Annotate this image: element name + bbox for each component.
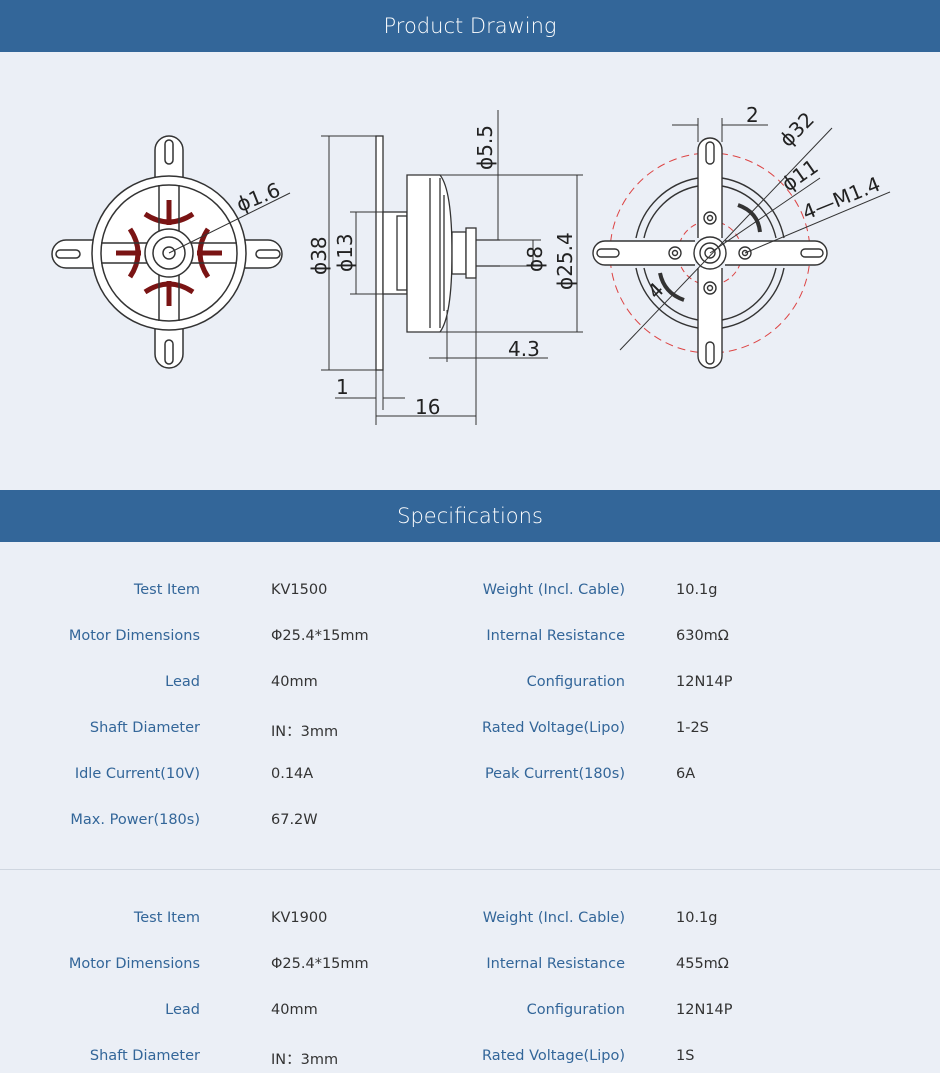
spec-row: Idle Current(10V) 0.14A Peak Current(180s)…	[0, 766, 940, 790]
spec-row: Motor Dimensions Φ25.4*15mm Internal Resis…	[0, 956, 940, 980]
hub-dim: ϕ8	[523, 246, 547, 272]
spec-value: 6A	[676, 766, 696, 782]
spec-value: 10.1g	[676, 910, 718, 926]
bell-dim: ϕ25.4	[553, 232, 577, 290]
spec-row: Motor Dimensions Φ25.4*15mm Internal Resis…	[0, 628, 940, 652]
spec-value: 40mm	[271, 1002, 318, 1018]
spec-row: Test Item KV1900 Weight (Incl. Cable) 10.1g	[0, 910, 940, 934]
product-drawing-header: Product Drawing	[0, 0, 940, 52]
spec-label: Lead	[165, 1002, 200, 1018]
spec-label: Shaft Diameter	[89, 1048, 200, 1064]
boss-dim: ϕ13	[333, 233, 357, 272]
spec-label: Configuration	[526, 1002, 625, 1018]
spec-value: 40mm	[271, 674, 318, 690]
section-divider	[0, 869, 940, 870]
outer-dim: ϕ38	[307, 236, 331, 275]
spec-label: Peak Current(180s)	[484, 766, 625, 782]
circle-dim: ϕ32	[775, 107, 819, 151]
shaft-dim: ϕ5.5	[473, 125, 497, 170]
total-len-dim: 16	[415, 395, 440, 419]
spec-value: 12N14P	[676, 674, 733, 690]
spec-row: Test Item KV1500 Weight (Incl. Cable) 10.1g	[0, 582, 940, 606]
product-drawing: ϕ1.6	[0, 52, 940, 490]
spec-value: IN：3mm	[271, 724, 339, 740]
spec-value: 12N14P	[676, 1002, 733, 1018]
spec-row: Shaft Diameter IN：3mm Rated Voltage(Lipo) 1…	[0, 720, 940, 744]
spec-value: Φ25.4*15mm	[271, 628, 369, 644]
spec-value: 67.2W	[271, 812, 318, 828]
spec-label: Rated Voltage(Lipo)	[482, 1048, 625, 1064]
spec-label: Test Item	[133, 582, 200, 598]
spec-row: Max. Power(180s) 67.2W	[0, 812, 940, 836]
spec-label: Shaft Diameter	[89, 720, 200, 736]
spec-value: 630mΩ	[676, 628, 729, 644]
spec-value: KV1500	[271, 582, 328, 598]
plate-thk-dim: 1	[336, 375, 349, 399]
spec-label: Configuration	[526, 674, 625, 690]
spec-value: 1S	[676, 1048, 695, 1064]
spec-label: Test Item	[133, 910, 200, 926]
spec-value: IN：3mm	[271, 1052, 339, 1068]
spec-value: Φ25.4*15mm	[271, 956, 369, 972]
spec-value: 1-2S	[676, 720, 709, 736]
shaft-len-dim: 4.3	[508, 337, 540, 361]
front-hole-dim: ϕ1.6	[233, 178, 284, 217]
spec-value: 0.14A	[271, 766, 314, 782]
side-view	[321, 110, 583, 425]
inner-dim: ϕ11	[777, 154, 822, 196]
spec-label: Lead	[165, 674, 200, 690]
spec-value: 10.1g	[676, 582, 718, 598]
rear-view	[592, 118, 891, 369]
slot-dim: 2	[746, 103, 759, 127]
front-view	[51, 135, 291, 369]
spec-label: Internal Resistance	[486, 628, 625, 644]
spec-row: Lead 40mm Configuration 12N14P	[0, 674, 940, 698]
specifications-header: Specifications	[0, 490, 940, 542]
spec-label: Motor Dimensions	[68, 628, 200, 644]
spec-label: Weight (Incl. Cable)	[482, 582, 625, 598]
technical-drawing: ϕ1.6	[51, 103, 891, 425]
spec-label: Max. Power(180s)	[70, 812, 200, 828]
spec-label: Internal Resistance	[486, 956, 625, 972]
spec-value: KV1900	[271, 910, 328, 926]
spec-value: 455mΩ	[676, 956, 729, 972]
spec-label: Idle Current(10V)	[74, 766, 200, 782]
spec-row: Lead 40mm Configuration 12N14P	[0, 1002, 940, 1026]
spec-label: Motor Dimensions	[68, 956, 200, 972]
spec-row: Shaft Diameter IN：3mm Rated Voltage(Lipo) 1…	[0, 1048, 940, 1072]
spec-label: Weight (Incl. Cable)	[482, 910, 625, 926]
spec-label: Rated Voltage(Lipo)	[482, 720, 625, 736]
